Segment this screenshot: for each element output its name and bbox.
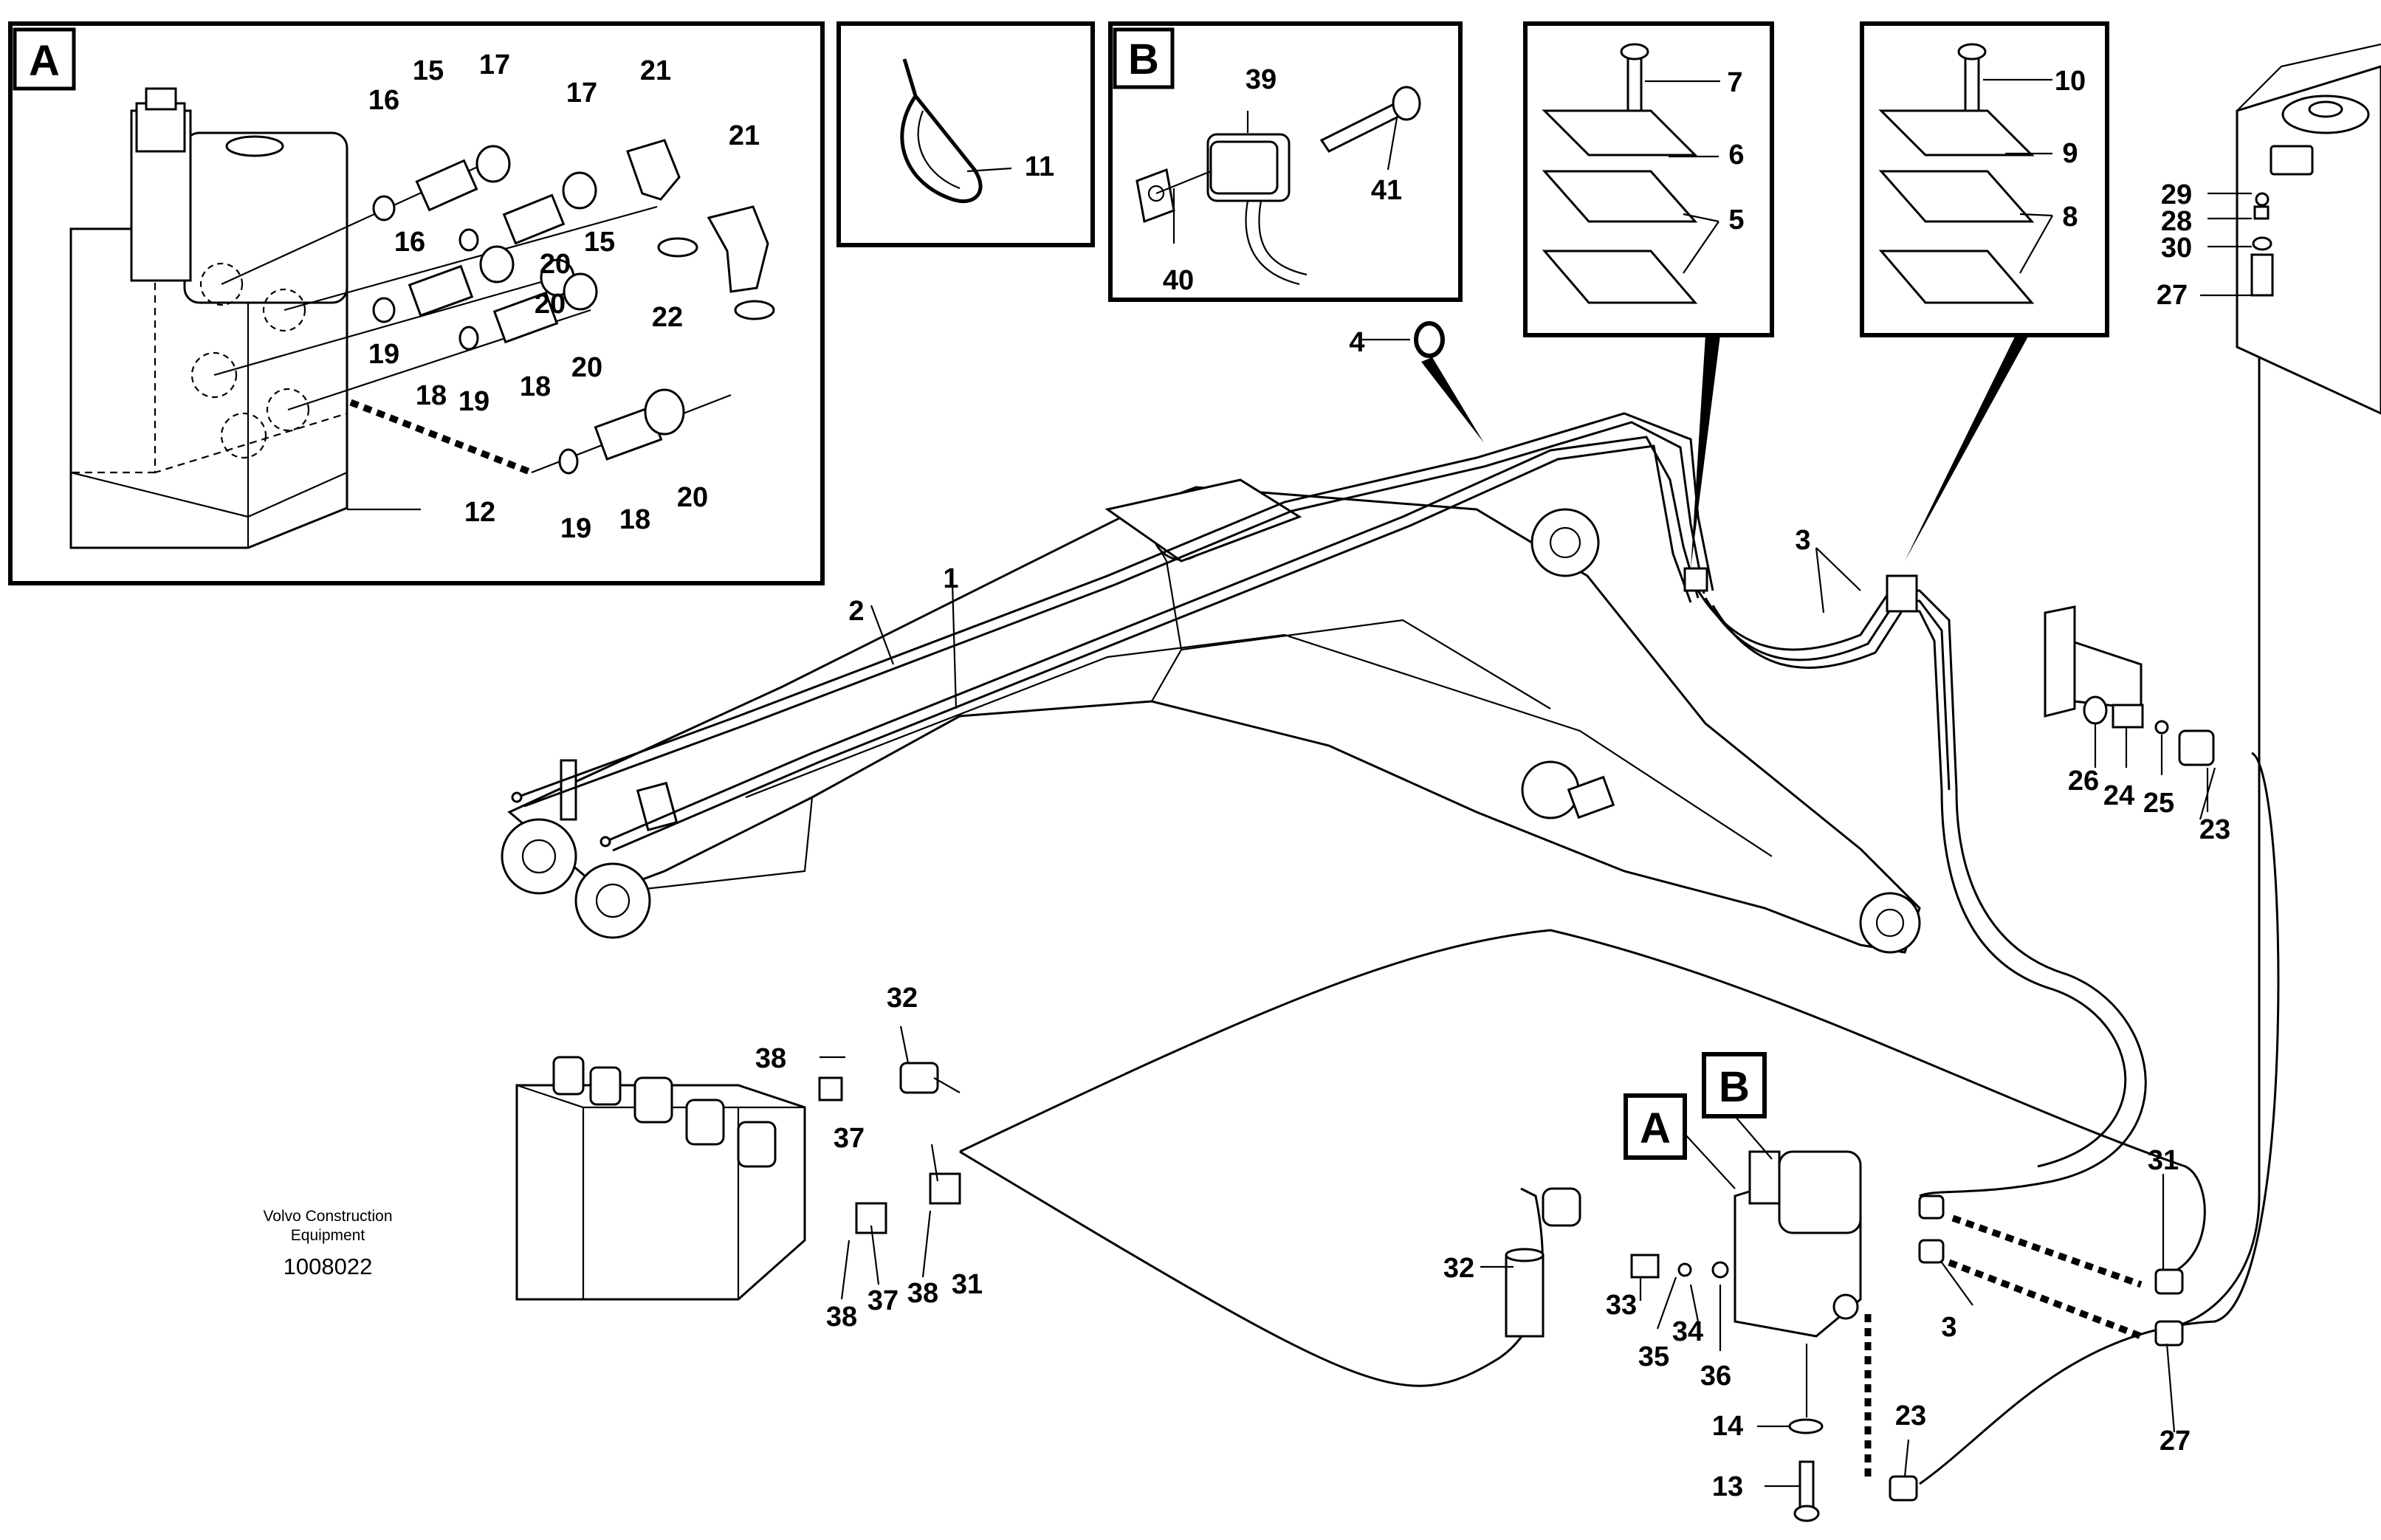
callout-19: 19 bbox=[368, 339, 399, 370]
callout-9: 9 bbox=[2062, 138, 2078, 169]
clamp1-pointer bbox=[1691, 335, 1720, 568]
pointer-4 bbox=[1421, 357, 1484, 443]
callout-26: 26 bbox=[2068, 766, 2099, 797]
callout-20: 20 bbox=[535, 289, 566, 320]
callout-19: 19 bbox=[560, 513, 591, 544]
callout-4: 4 bbox=[1349, 327, 1364, 358]
callout-25: 25 bbox=[2143, 788, 2174, 819]
callout-3: 3 bbox=[1795, 525, 1810, 556]
callout-29: 29 bbox=[2161, 179, 2192, 210]
callout-38: 38 bbox=[907, 1278, 938, 1309]
main-leaders bbox=[820, 547, 2216, 1477]
callout-3: 3 bbox=[1941, 1312, 1956, 1343]
callout-8: 8 bbox=[2062, 202, 2078, 233]
callout-7: 7 bbox=[1727, 67, 1742, 98]
callout-21: 21 bbox=[729, 120, 760, 151]
maker-line-1: Volvo Construction bbox=[263, 1208, 392, 1225]
inset-b: B 39 41 40 bbox=[1108, 21, 1463, 302]
callout-14: 14 bbox=[1712, 1411, 1743, 1442]
callout-37: 37 bbox=[834, 1123, 865, 1154]
inset-a-labels: 15 17 21 16 17 16 15 21 20 20 22 19 19 1… bbox=[368, 49, 760, 544]
callout-2: 2 bbox=[848, 596, 864, 627]
lines-3 bbox=[1683, 567, 1958, 791]
callout-32: 32 bbox=[887, 983, 918, 1014]
boom-arm bbox=[501, 478, 1921, 954]
callout-6: 6 bbox=[1728, 140, 1744, 171]
doc-number: 1008022 bbox=[284, 1254, 373, 1279]
callout-38: 38 bbox=[755, 1043, 786, 1074]
callout-34: 34 bbox=[1672, 1316, 1703, 1347]
hose-runs bbox=[959, 340, 2280, 1485]
callout-11: 11 bbox=[1025, 151, 1054, 182]
callout-37: 37 bbox=[867, 1285, 899, 1316]
lines-1-2 bbox=[511, 412, 1714, 852]
inset-clamp-2: 10 9 8 bbox=[1860, 21, 2109, 337]
callout-18: 18 bbox=[520, 371, 551, 402]
inset-tie: 11 bbox=[836, 21, 1095, 247]
bracket-26 bbox=[2044, 605, 2215, 812]
inset-a-tag: A bbox=[29, 37, 60, 85]
callout-1: 1 bbox=[943, 563, 958, 594]
callout-40: 40 bbox=[1163, 265, 1194, 296]
callout-15: 15 bbox=[413, 55, 444, 86]
callout-13: 13 bbox=[1712, 1471, 1743, 1502]
callout-33: 33 bbox=[1606, 1290, 1637, 1321]
callout-18: 18 bbox=[416, 380, 447, 411]
callout-35: 35 bbox=[1638, 1341, 1669, 1372]
callout-32: 32 bbox=[1443, 1253, 1474, 1284]
callout-20: 20 bbox=[677, 482, 708, 513]
maker-line-2: Equipment bbox=[291, 1227, 365, 1244]
callout-23: 23 bbox=[2199, 814, 2230, 845]
callout-21: 21 bbox=[640, 55, 671, 86]
tank bbox=[2200, 43, 2381, 415]
callout-12: 12 bbox=[464, 497, 495, 528]
callout-17: 17 bbox=[566, 78, 597, 109]
callout-41: 41 bbox=[1371, 175, 1402, 206]
main-tag-a: A bbox=[1640, 1104, 1671, 1152]
callout-18: 18 bbox=[619, 504, 650, 535]
main-labels: 4 3 2 1 29 28 30 27 26 24 25 23 32 38 37… bbox=[755, 179, 2230, 1502]
callout-31: 31 bbox=[2148, 1145, 2179, 1176]
clamp2-pointer bbox=[1905, 335, 2029, 561]
callout-30: 30 bbox=[2161, 233, 2192, 264]
caption: Volvo Construction Equipment 1008022 bbox=[263, 1208, 392, 1279]
callout-23: 23 bbox=[1895, 1400, 1926, 1431]
main-valve bbox=[1505, 1150, 2184, 1522]
inset-a: A bbox=[8, 21, 825, 585]
callout-31: 31 bbox=[952, 1269, 983, 1300]
callout-19: 19 bbox=[458, 386, 489, 417]
callout-36: 36 bbox=[1700, 1361, 1731, 1392]
main-tag-b: B bbox=[1719, 1063, 1750, 1111]
callout-28: 28 bbox=[2161, 206, 2192, 237]
callout-15: 15 bbox=[584, 227, 615, 258]
inset-b-tag: B bbox=[1128, 35, 1159, 83]
callout-16: 16 bbox=[368, 85, 399, 116]
callout-27: 27 bbox=[2160, 1426, 2191, 1457]
callout-5: 5 bbox=[1728, 204, 1744, 236]
main-tags: A B bbox=[1624, 1052, 1773, 1189]
callout-38: 38 bbox=[826, 1302, 857, 1333]
callout-39: 39 bbox=[1246, 64, 1277, 95]
callout-20: 20 bbox=[571, 352, 602, 383]
callout-27: 27 bbox=[2157, 280, 2188, 311]
inset-clamp-1: 7 6 5 bbox=[1523, 21, 1774, 337]
callout-20: 20 bbox=[540, 249, 571, 280]
callout-17: 17 bbox=[479, 49, 510, 80]
control-valve bbox=[515, 1056, 961, 1301]
callout-16: 16 bbox=[394, 227, 425, 258]
callout-22: 22 bbox=[652, 302, 683, 333]
callout-24: 24 bbox=[2103, 780, 2134, 811]
callout-10: 10 bbox=[2055, 66, 2086, 97]
